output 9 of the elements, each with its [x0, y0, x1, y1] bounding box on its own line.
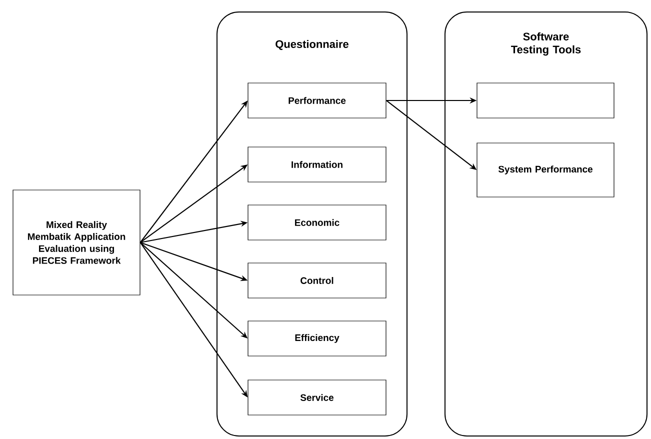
empty-box — [476, 82, 614, 118]
process-box: Mixed Reality Membatik Application Evaluation using PIECES Framework — [12, 190, 140, 296]
process-box: System Performance — [476, 142, 614, 198]
process-box: Control — [248, 262, 386, 298]
process-box: Performance — [248, 82, 386, 118]
process-box: Information — [248, 146, 386, 182]
process-box: Efficiency — [248, 320, 386, 356]
process-box: Service — [248, 380, 386, 416]
process-box: Economic — [248, 204, 386, 240]
